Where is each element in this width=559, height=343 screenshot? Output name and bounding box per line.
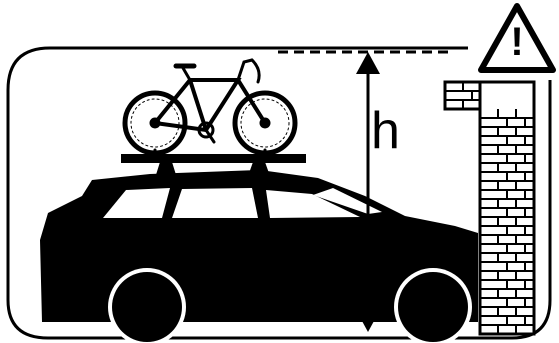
bicycle-icon xyxy=(122,58,298,156)
roof-carrier-platform xyxy=(121,154,306,163)
exclamation-mark-icon: ! xyxy=(510,20,524,64)
height-label: h xyxy=(371,102,400,160)
double-arrow-icon xyxy=(356,52,380,332)
brick-wall-icon xyxy=(443,80,536,336)
car-icon xyxy=(40,162,478,343)
warning-triangle-icon xyxy=(478,3,556,73)
frame-border xyxy=(6,46,552,340)
